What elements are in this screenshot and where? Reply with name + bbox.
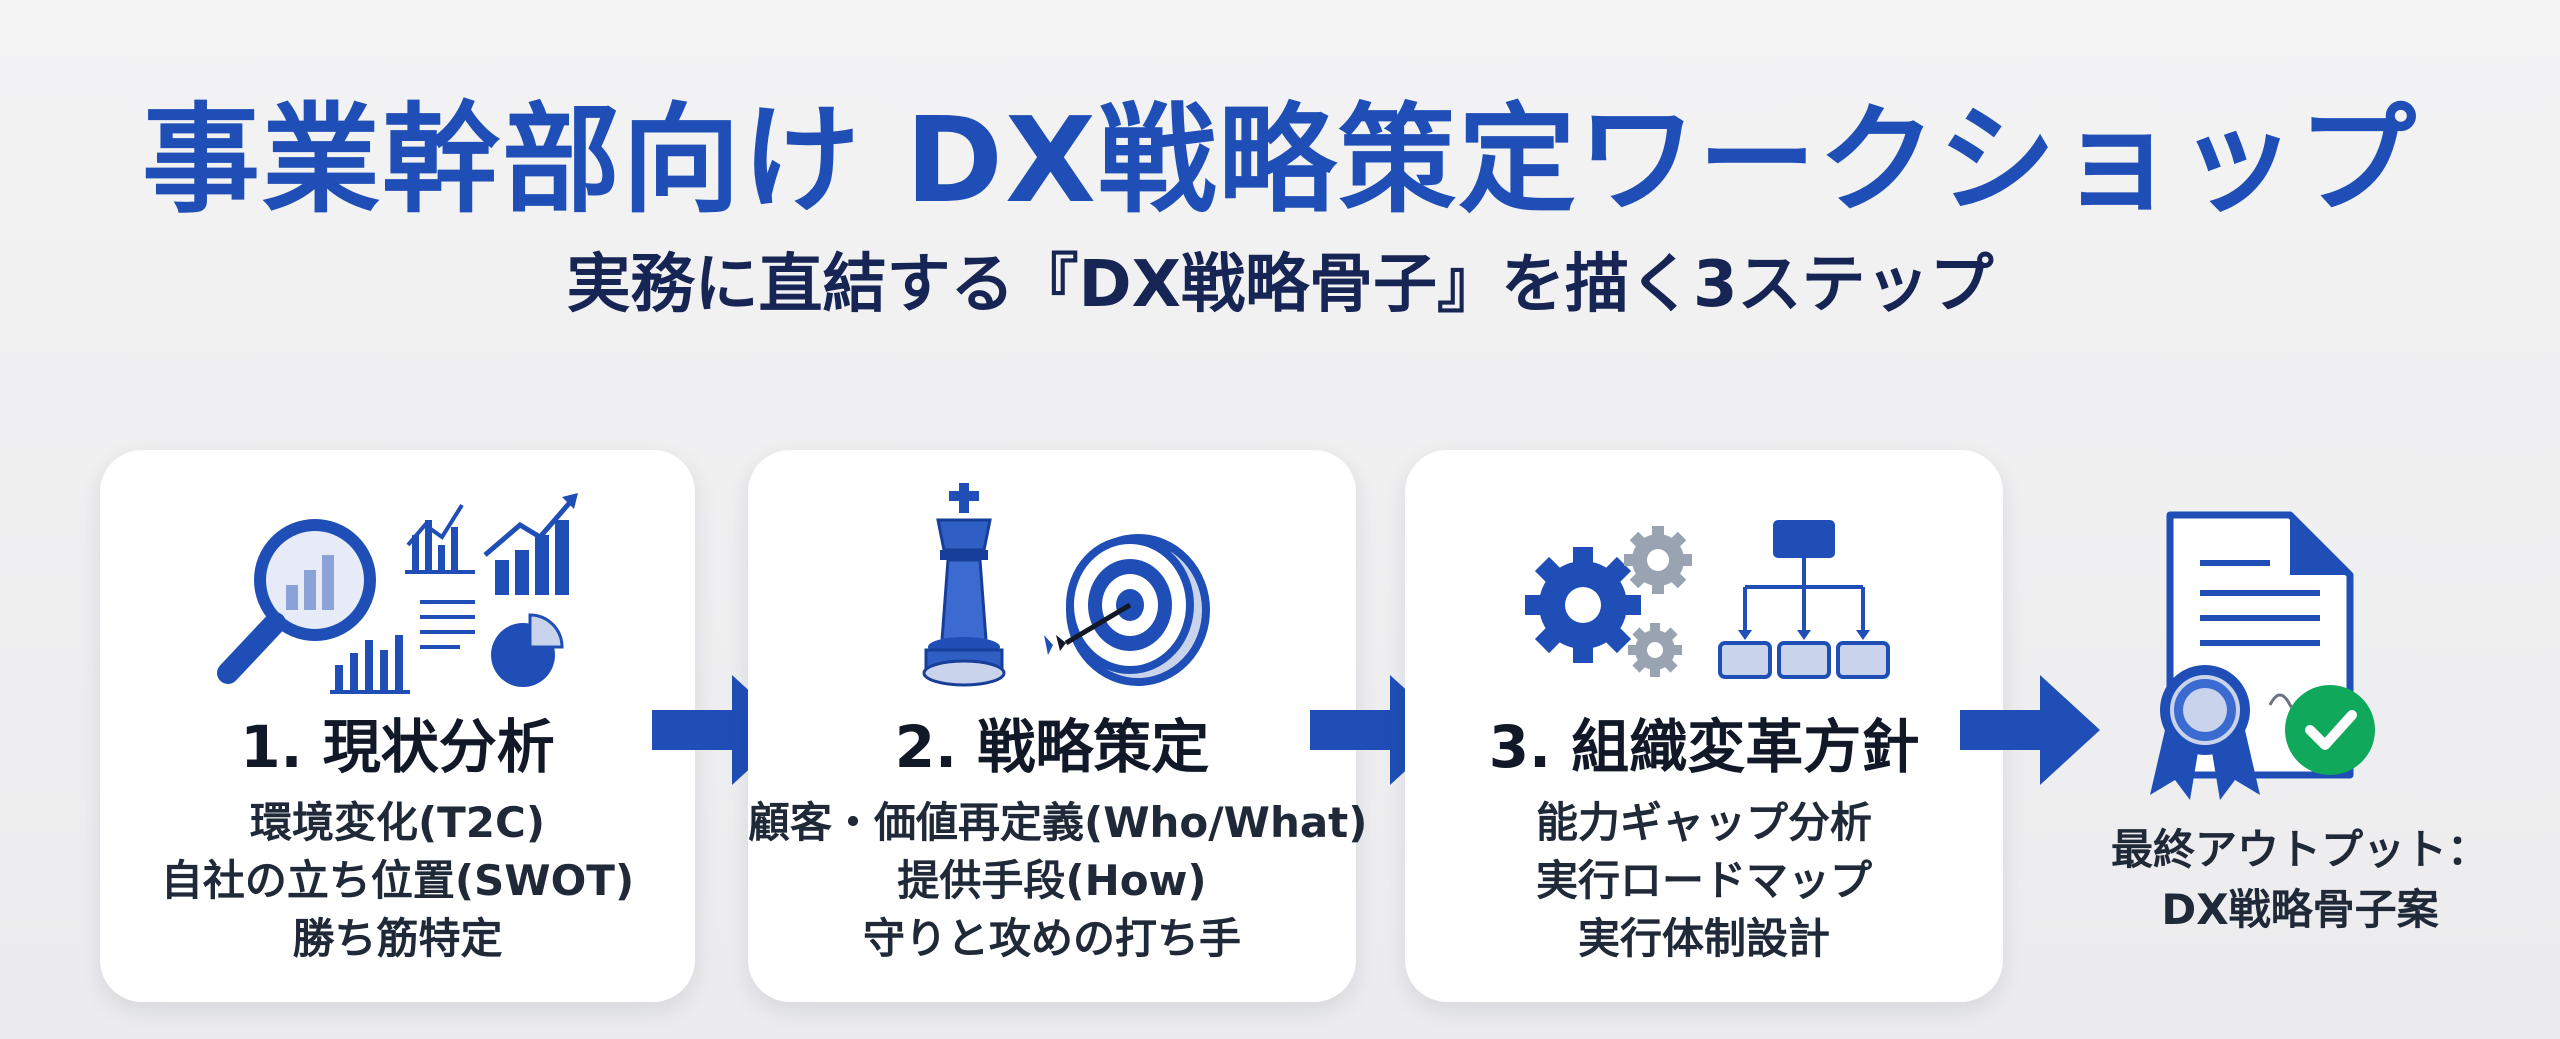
final-output-label: 最終アウトプット： DX戦略骨子案 — [2060, 820, 2540, 940]
step-card-2: 2. 戦略策定 顧客・価値再定義(Who/What) 提供手段(How) 守りと… — [748, 450, 1368, 1002]
check-badge-icon — [2285, 685, 2375, 775]
document-certificate-icon — [2150, 511, 2375, 800]
bar-chart-icon — [330, 635, 410, 694]
trend-chart-icon — [483, 493, 578, 595]
step-description: 能力ギャップ分析 実行ロードマップ 実行体制設計 — [1405, 794, 2003, 968]
step-line: 守りと攻めの打ち手 — [862, 914, 1241, 963]
step-title: 1. 現状分析 — [240, 713, 555, 781]
step-line: 実行ロードマップ — [1535, 856, 1872, 905]
magnifier-chart-icon — [217, 519, 376, 684]
line-bar-chart-icon — [405, 503, 475, 574]
page-subtitle: 実務に直結する『DX戦略骨子』を描く3ステップ — [566, 248, 1994, 322]
chess-king-icon — [922, 483, 1006, 687]
step-description: 環境変化(T2C) 自社の立ち位置(SWOT) 勝ち筋特定 — [100, 794, 695, 968]
strategy-icons — [922, 483, 1210, 687]
text-lines-icon — [420, 600, 475, 649]
org-chart-icon — [1718, 520, 1890, 679]
step-line: 能力ギャップ分析 — [1535, 798, 1872, 847]
step-line: 勝ち筋特定 — [292, 914, 503, 963]
organization-icons — [1525, 520, 1890, 679]
step-description: 顧客・価値再定義(Who/What) 提供手段(How) 守りと攻めの打ち手 — [748, 794, 1368, 968]
arrow-right-icon — [1960, 675, 2100, 785]
step-line: 自社の立ち位置(SWOT) — [160, 856, 635, 905]
step-line: 提供手段(How) — [897, 856, 1207, 905]
ribbon-badge-icon — [2150, 665, 2260, 800]
pie-chart-icon — [491, 613, 564, 687]
output-line: 最終アウトプット： — [2110, 825, 2489, 874]
gears-icon — [1525, 526, 1692, 677]
step-title: 3. 組織変革方針 — [1488, 713, 1920, 781]
output-line: DX戦略骨子案 — [2161, 885, 2439, 934]
step-title: 2. 戦略策定 — [894, 713, 1210, 781]
step-card-1: 1. 現状分析 環境変化(T2C) 自社の立ち位置(SWOT) 勝ち筋特定 — [100, 450, 695, 1002]
step-line: 実行体制設計 — [1577, 914, 1830, 963]
analysis-icons — [217, 493, 578, 694]
target-arrow-icon — [1044, 534, 1210, 686]
step-card-3: 3. 組織変革方針 能力ギャップ分析 実行ロードマップ 実行体制設計 — [1405, 450, 2003, 1002]
page-title: 事業幹部向け DX戦略策定ワークショップ — [141, 91, 2418, 229]
step-line: 顧客・価値再定義(Who/What) — [748, 798, 1368, 847]
step-line: 環境変化(T2C) — [249, 798, 546, 847]
